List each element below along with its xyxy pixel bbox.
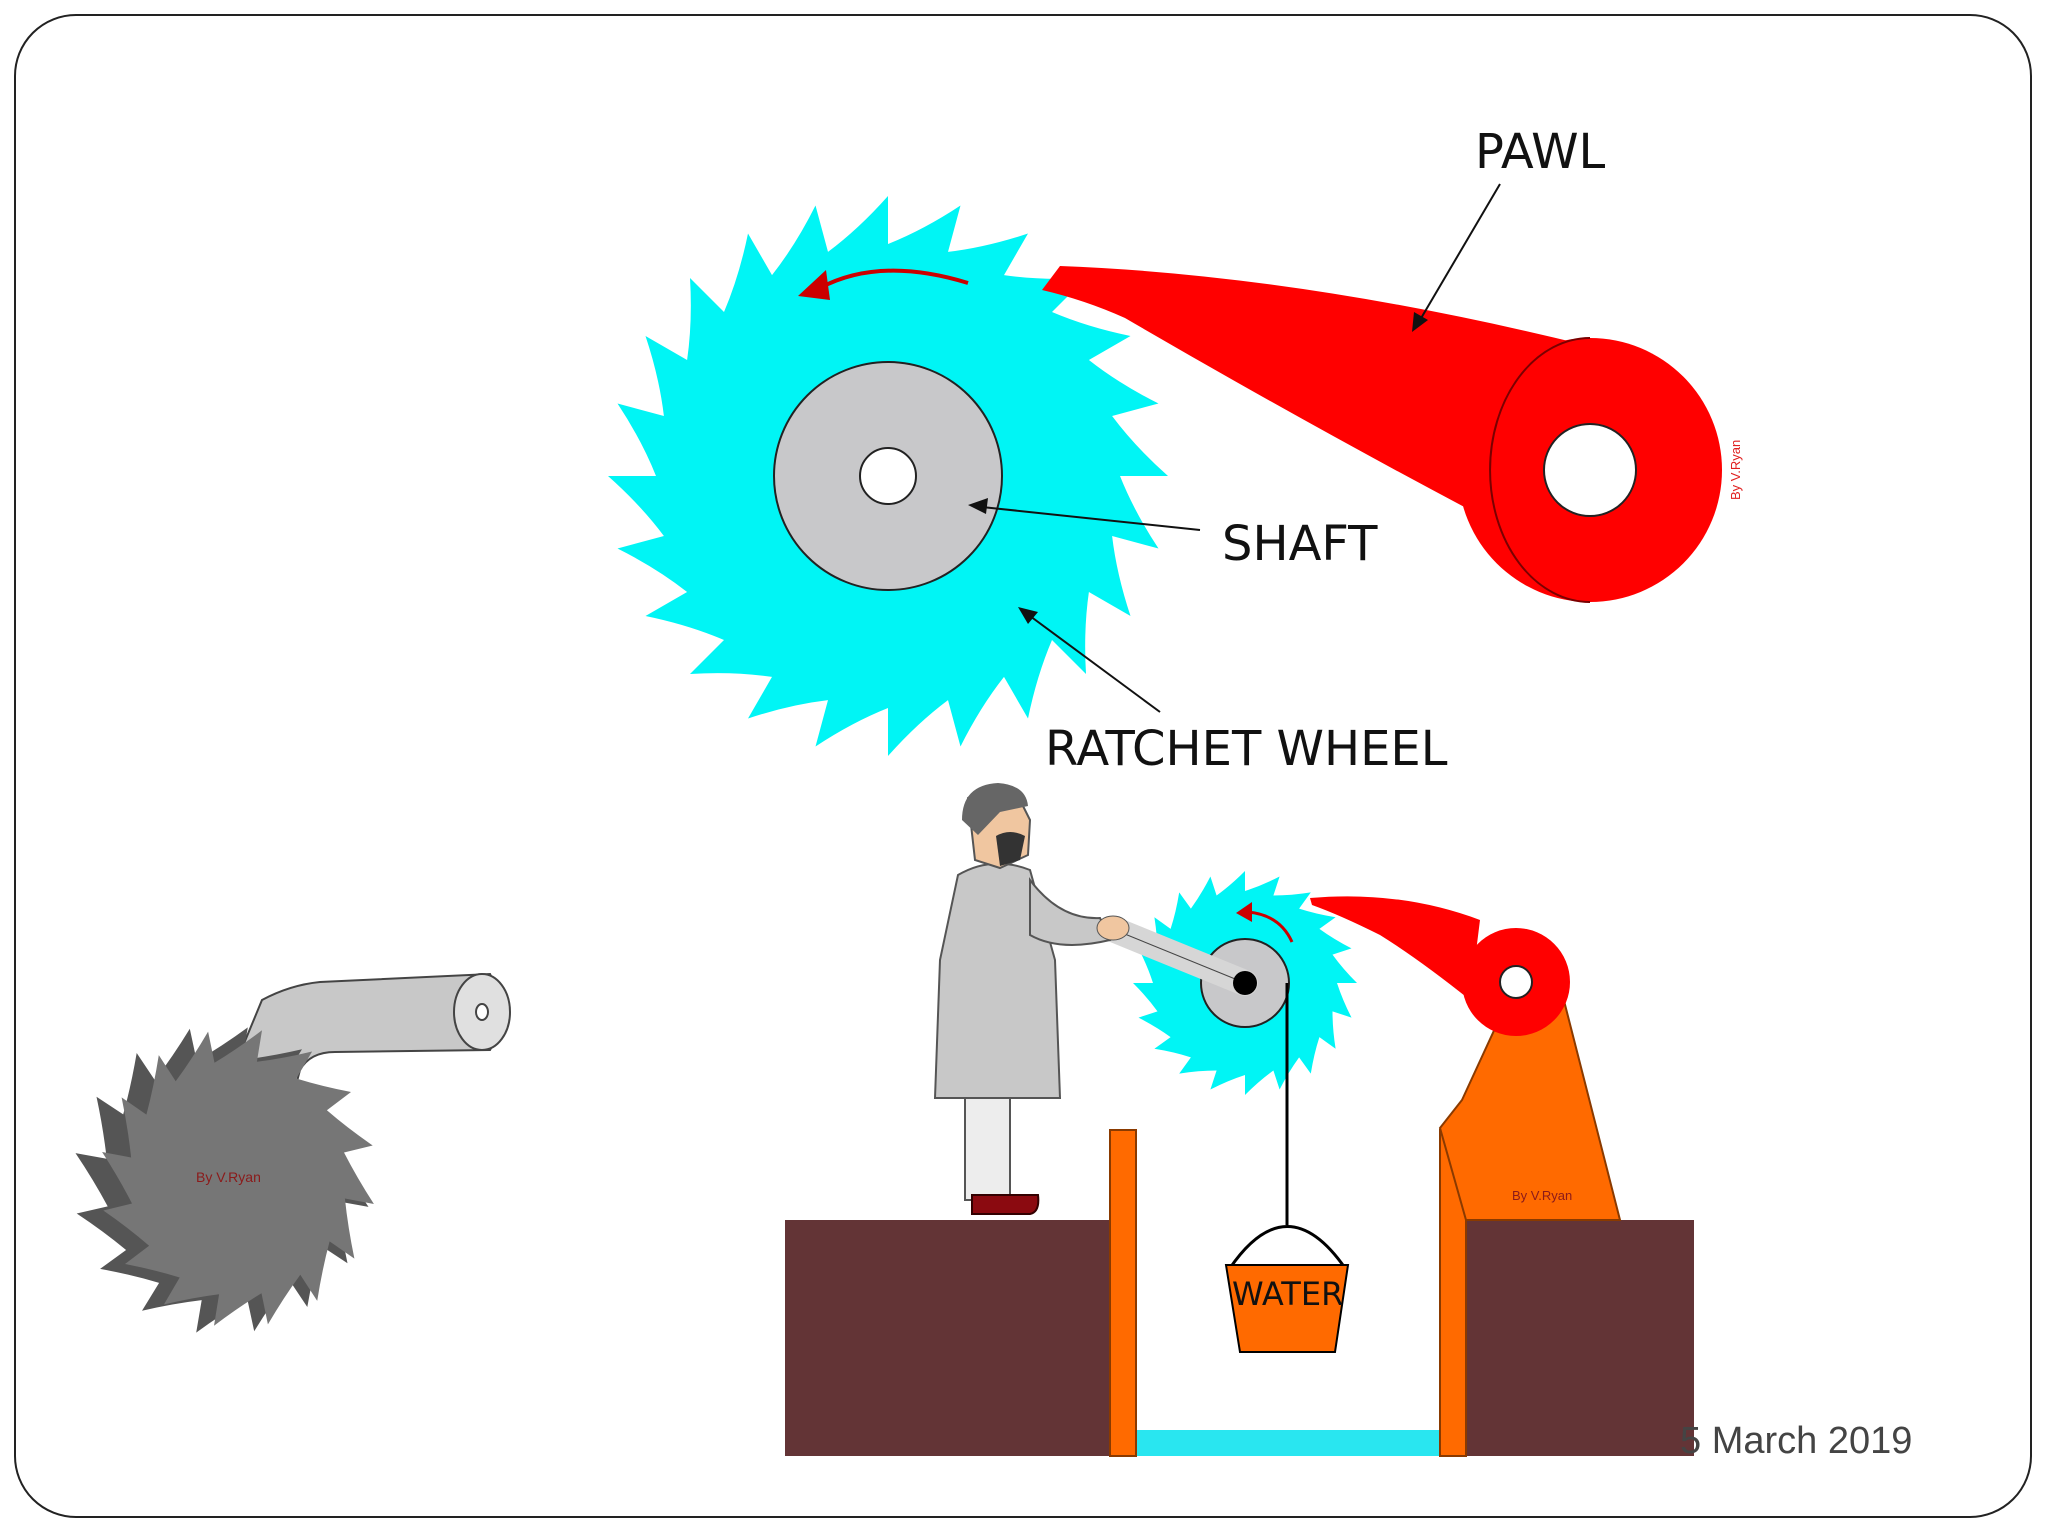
pawl-leader [1419,183,1501,321]
man-shoes [971,1194,1040,1215]
top-signature: By V.Ryan [1728,440,1743,500]
shaft-leader-head [968,498,988,514]
post-left [1109,1129,1137,1457]
bucket-handle [1228,1225,1347,1269]
man-coat [933,862,1062,1099]
crank-handle-outline [1114,929,1246,984]
slide-date: 5 March 2019 [1680,1420,1913,1462]
bucket [1224,1264,1350,1353]
pawl-label: PAWL [1475,124,1606,180]
rotation-arrowhead [798,270,830,300]
ratchet-leader-head [1018,607,1038,624]
man-figure [933,783,1130,1215]
ratchet-leader [1029,615,1161,713]
man-trousers [964,1089,1011,1201]
main-pawl [1042,266,1585,510]
small-pawl [1310,896,1480,1000]
man-beard [996,832,1025,866]
shaft-label: SHAFT [1222,516,1378,572]
gear3d-wheel-face [102,1030,374,1326]
water-label: WATER [1232,1275,1343,1313]
water-channel [1132,1430,1440,1456]
rotation-arrow [819,268,969,290]
small-rotation-arrow [1247,910,1294,943]
pawl-hub-outline [1489,337,1591,603]
shaft-leader [981,506,1201,531]
well-scene-group: By V.Ryan WATER [785,783,1694,1457]
man-hand [1096,915,1130,941]
main-pawl-group [1042,266,1722,603]
gear3d-group: By V.Ryan [75,972,511,1333]
main-shaft-hole [859,447,917,505]
gear3d-signature: By V.Ryan [196,1169,261,1185]
ground-left [785,1220,1110,1456]
crank-axle [1233,971,1257,995]
small-rotation-arrowhead [1236,902,1252,922]
pawl-leader-head [1412,312,1428,332]
ratchet-wheel-label: RATCHET WHEEL [1045,721,1448,777]
gear3d-handle-pin [475,1003,489,1021]
well-signature: By V.Ryan [1512,1188,1572,1203]
man-hair [962,783,1028,835]
pawl-pivot-hole [1543,423,1637,517]
ground-right [1462,1220,1694,1456]
man-arm [1029,877,1112,946]
small-pawl-hole [1499,965,1533,999]
